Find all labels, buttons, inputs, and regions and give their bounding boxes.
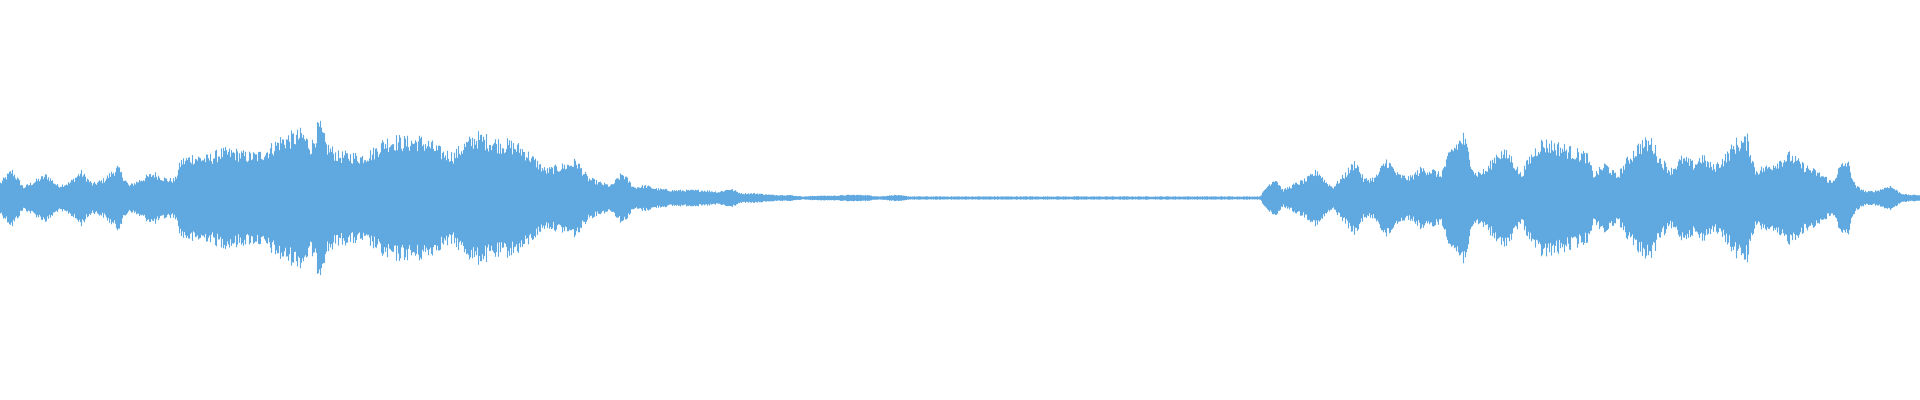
- waveform-bars: [0, 120, 1920, 276]
